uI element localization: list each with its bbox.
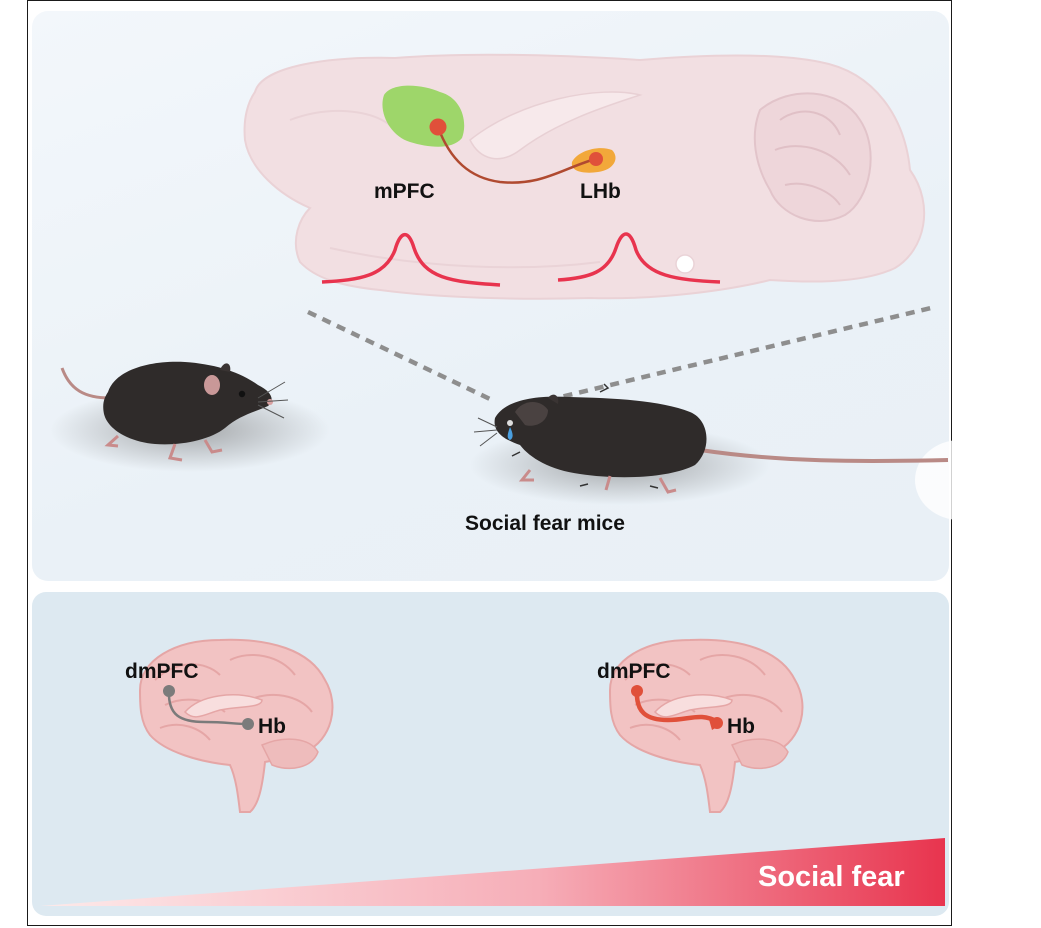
hb-right-label: Hb — [727, 715, 755, 738]
dmpfc-left-label: dmPFC — [125, 660, 199, 683]
fearful-mouse-icon — [470, 383, 1005, 520]
dmpfc-right-label: dmPFC — [597, 660, 671, 683]
human-brain-right-icon — [608, 638, 804, 813]
mouse-brain-icon — [243, 53, 926, 300]
social-fear-label: Social fear — [758, 861, 905, 893]
lhb-label: LHb — [580, 180, 621, 203]
mpfc-label: mPFC — [374, 180, 435, 203]
social-fear-mice-label: Social fear mice — [465, 512, 625, 535]
zoom-line-left — [307, 309, 493, 403]
social-fear-gradient-wedge — [40, 838, 945, 906]
human-brain-left-icon — [138, 638, 334, 813]
zoom-line-right — [547, 304, 936, 403]
hb-left-label: Hb — [258, 715, 286, 738]
normal-mouse-icon — [50, 361, 330, 472]
